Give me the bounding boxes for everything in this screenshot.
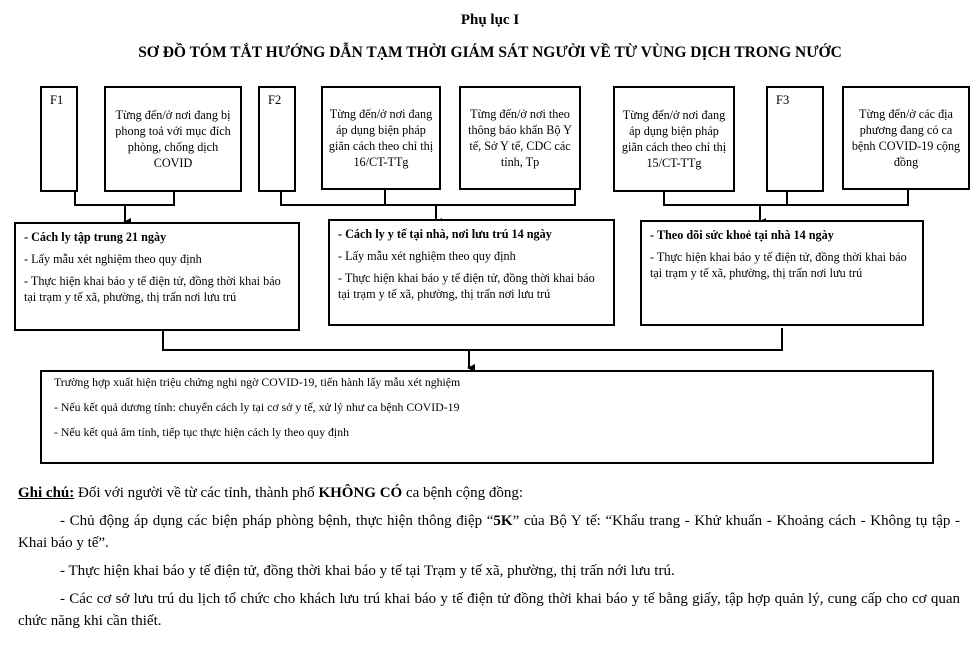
notes-label: Ghi chú: bbox=[18, 485, 75, 501]
notes-section: Ghi chú: Đối với người về từ các tỉnh, t… bbox=[18, 482, 960, 632]
connector-f2 bbox=[280, 190, 576, 206]
label-f3: F3 bbox=[766, 86, 824, 192]
final-box: Trường hợp xuất hiện triệu chứng nghi ng… bbox=[40, 370, 934, 464]
source-box-f3-2: Từng đến/ở các địa phương đang có ca bện… bbox=[842, 86, 970, 190]
action-box-f1: - Cách ly tập trung 21 ngày - Lấy mẫu xé… bbox=[14, 222, 300, 331]
connector-f1 bbox=[74, 190, 175, 206]
source-box-f3-1: Từng đến/ở nơi đang áp dụng biện pháp gi… bbox=[613, 86, 735, 192]
action-box-f2: - Cách ly y tế tại nhà, nơi lưu trú 14 n… bbox=[328, 219, 615, 326]
note-item-1: - Chủ động áp dụng các biện pháp phòng b… bbox=[18, 513, 960, 551]
source-box-f1-1: Từng đến/ở nơi đang bị phong toả với mục… bbox=[104, 86, 242, 192]
connector-to-final bbox=[162, 328, 783, 351]
action-box-f3: - Theo dõi sức khoẻ tại nhà 14 ngày - Th… bbox=[640, 220, 924, 326]
note-item-3: - Các cơ sở lưu trú du lịch tổ chức cho … bbox=[18, 591, 960, 629]
source-box-f2-1: Từng đến/ở nơi đang áp dụng biện pháp gi… bbox=[321, 86, 441, 190]
notes-intro: Ghi chú: Đối với người về từ các tỉnh, t… bbox=[18, 485, 524, 501]
label-f2: F2 bbox=[258, 86, 296, 192]
label-f1: F1 bbox=[40, 86, 78, 192]
note-item-2: - Thực hiện khai báo y tế điện tử, đồng … bbox=[60, 563, 675, 579]
page-title: Phụ lục I bbox=[460, 12, 520, 28]
page-subtitle: SƠ ĐỒ TÓM TẮT HƯỚNG DẪN TẠM THỜI GIÁM SÁ… bbox=[138, 44, 842, 61]
source-box-f2-2: Từng đến/ở nơi theo thông báo khẩn Bộ Y … bbox=[459, 86, 581, 190]
